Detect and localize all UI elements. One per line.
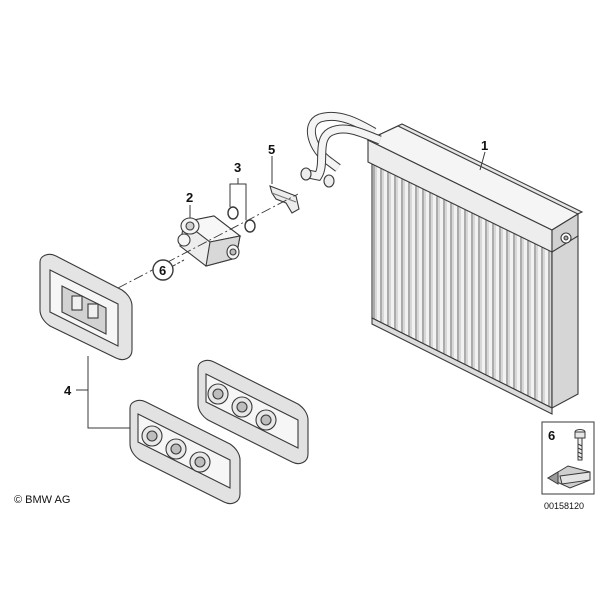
callout-1: 1 [481, 138, 488, 153]
seal-grommet-bottom [129, 399, 241, 505]
assembly-axis-line [117, 193, 299, 289]
callout-6-circle [152, 259, 174, 281]
leader-line-4 [87, 356, 130, 429]
arrow-icon [546, 465, 591, 489]
callout-6-inset: 6 [548, 428, 555, 443]
callout-2: 2 [186, 190, 193, 205]
copyright-text: © BMW AG [14, 494, 71, 506]
callout-3: 3 [234, 160, 241, 175]
flange-gasket [269, 185, 300, 214]
seal-grommet-middle [197, 359, 309, 465]
expansion-valve [177, 215, 242, 267]
callout-5: 5 [268, 142, 275, 157]
o-rings [227, 206, 256, 233]
leader-line-1 [479, 151, 486, 171]
figure-id: 00158120 [544, 501, 585, 511]
screw-icon [574, 429, 586, 461]
seal-grommet-top [39, 253, 133, 361]
callout-4: 4 [64, 383, 72, 398]
callout-6: 6 [159, 263, 166, 278]
evaporator-core [300, 112, 584, 415]
leader-line-3 [229, 178, 239, 207]
inset-box-screw: 6 [541, 421, 595, 495]
